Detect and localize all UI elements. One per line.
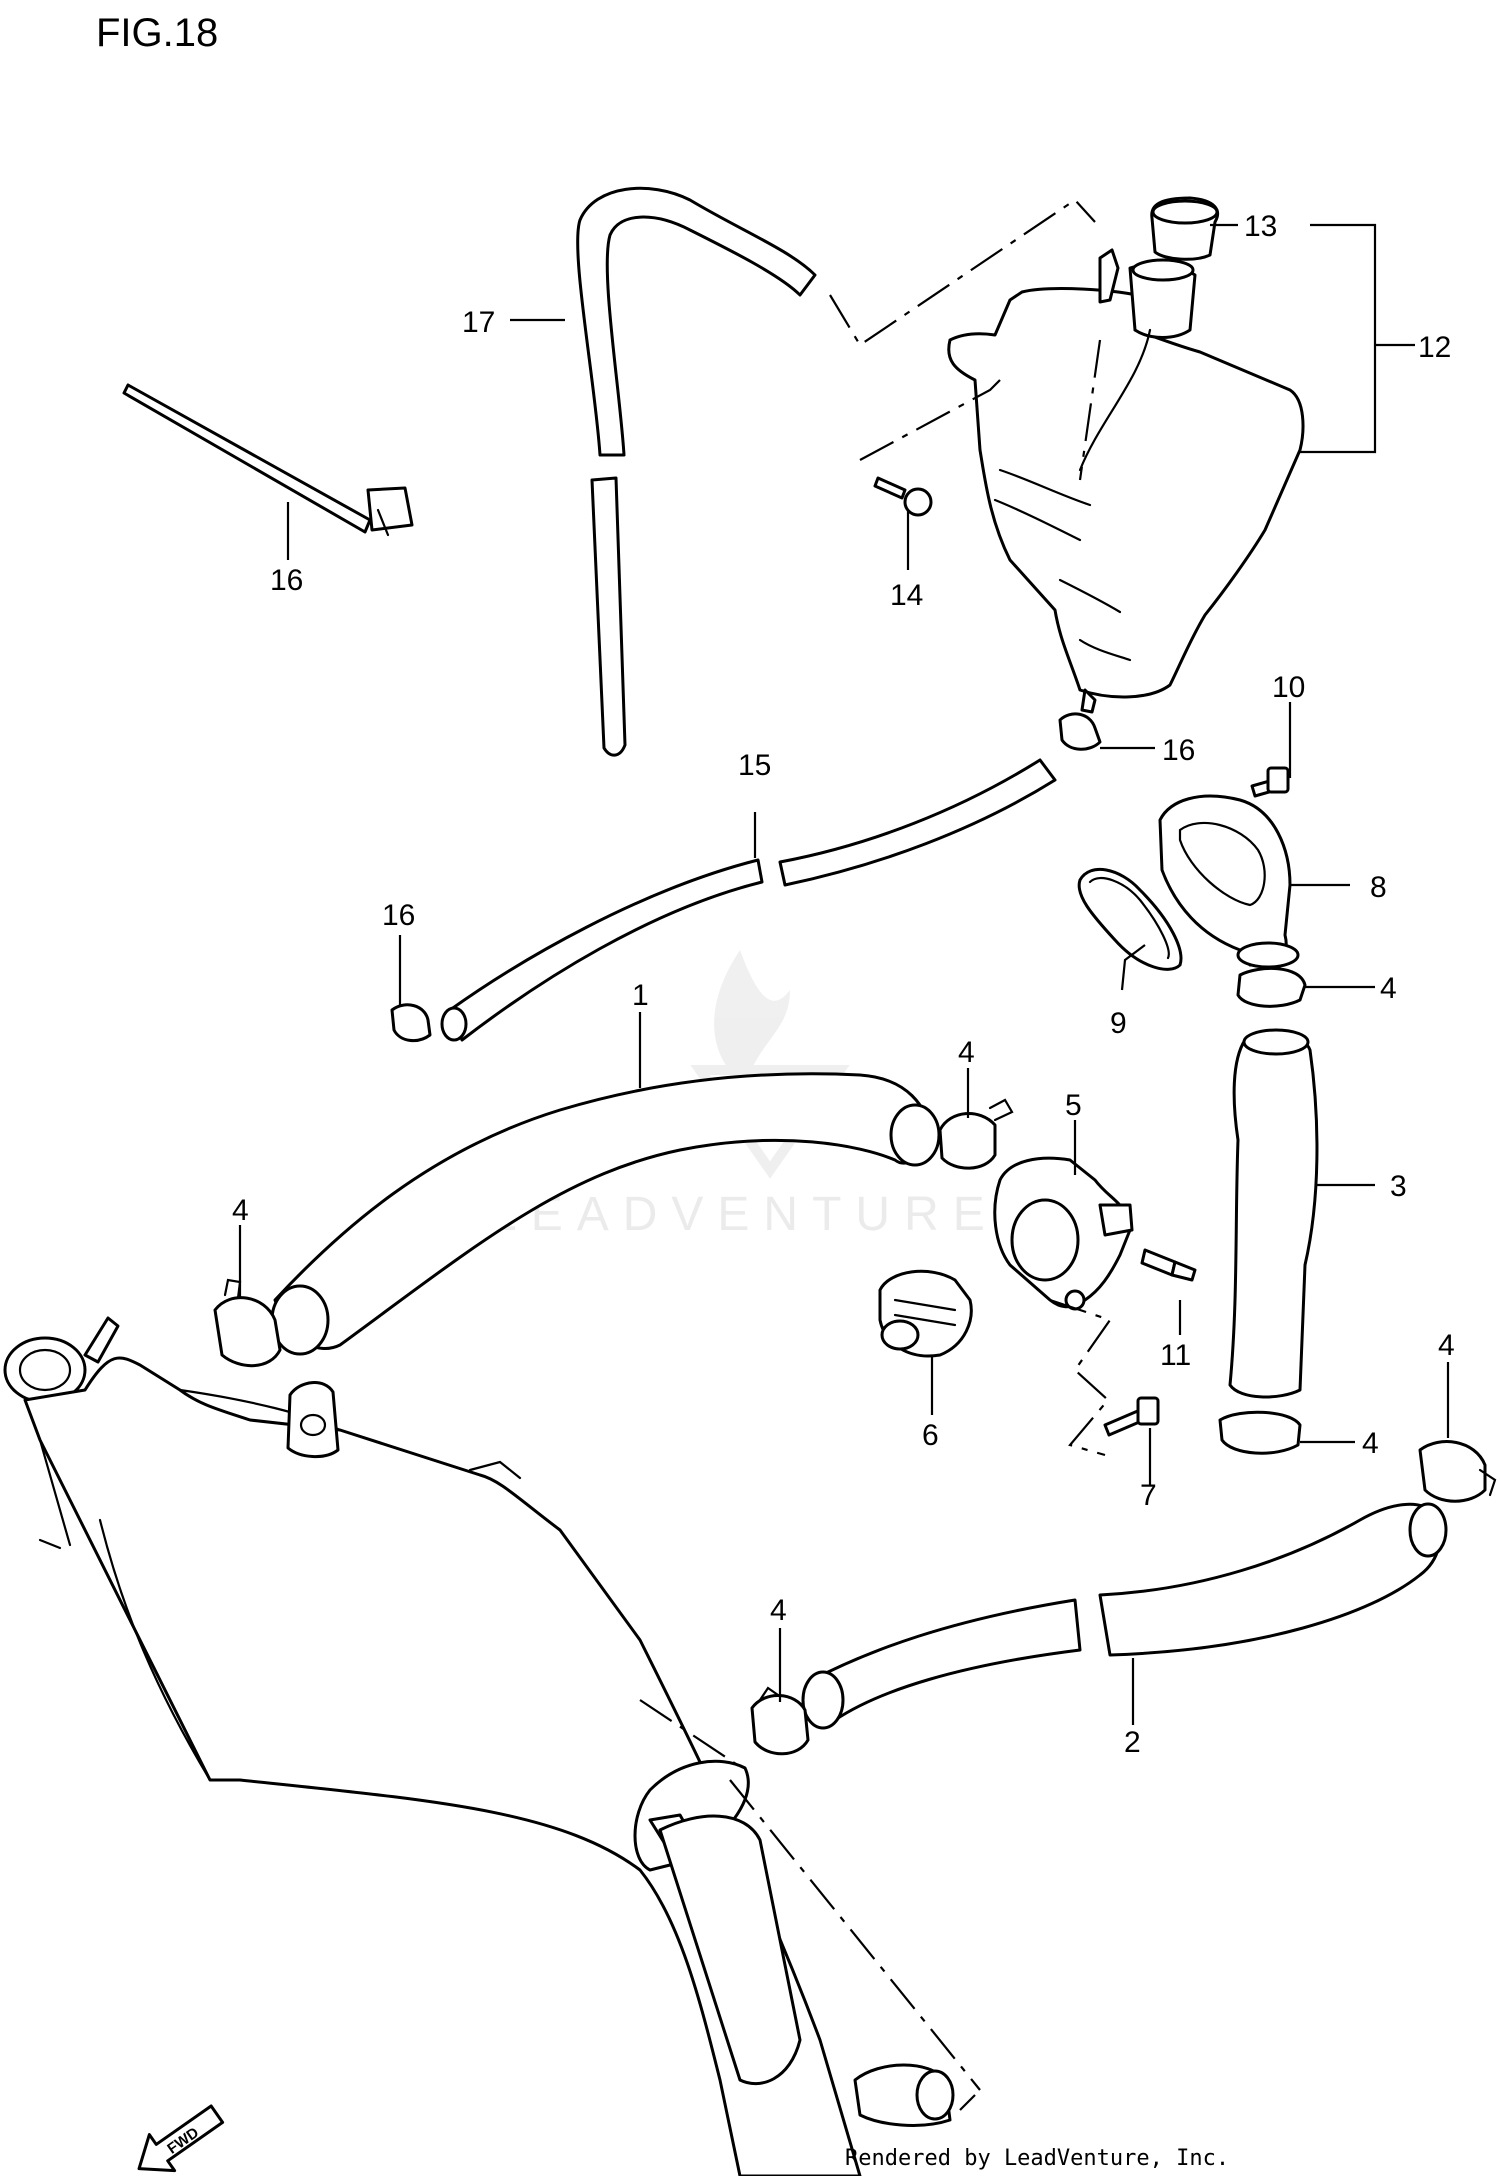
bolt-10 bbox=[1250, 766, 1290, 798]
callout-4-hose2-right: 4 bbox=[1438, 1329, 1455, 1362]
leader-lines bbox=[238, 223, 1450, 1725]
reservoir-tank bbox=[947, 248, 1305, 714]
callout-13: 13 bbox=[1244, 210, 1277, 243]
clamp-4-hose1-right bbox=[938, 1098, 1014, 1170]
thermostat-cover-8 bbox=[1158, 794, 1300, 969]
clamp-16-hose bbox=[390, 1003, 432, 1043]
overflow-hose-15 bbox=[440, 758, 1057, 1042]
temperature-switch-11 bbox=[1140, 1248, 1197, 1282]
callout-3: 3 bbox=[1390, 1170, 1407, 1203]
callout-6: 6 bbox=[922, 1419, 939, 1452]
clamp-4-hose2-right bbox=[1418, 1440, 1497, 1503]
callout-14: 14 bbox=[890, 579, 923, 612]
watermark-text: LEADVENTURE bbox=[490, 1188, 999, 1241]
callouts: 13 12 17 16 14 10 16 15 16 8 4 9 1 4 5 3… bbox=[232, 210, 1455, 1759]
callout-4-hose1-right: 4 bbox=[958, 1036, 975, 1069]
clamp-4-hose3 bbox=[1218, 1410, 1302, 1455]
thermostat-6 bbox=[878, 1269, 973, 1358]
callout-4-hose1-left: 4 bbox=[232, 1194, 249, 1227]
callout-4-hose3: 4 bbox=[1362, 1427, 1379, 1460]
callout-4-hose2-left: 4 bbox=[770, 1594, 787, 1627]
callout-11: 11 bbox=[1160, 1339, 1191, 1372]
clamp-16-reservoir bbox=[1058, 712, 1102, 751]
clamp-4-hose1-left bbox=[213, 1278, 282, 1368]
callout-16-reservoir: 16 bbox=[1162, 734, 1195, 767]
bolt-7 bbox=[1103, 1396, 1160, 1437]
callout-10: 10 bbox=[1272, 671, 1305, 704]
hose-2 bbox=[801, 1502, 1448, 1730]
tie-strap-16 bbox=[122, 383, 414, 537]
callout-16-hose: 16 bbox=[382, 899, 415, 932]
hose-3 bbox=[1228, 1028, 1319, 1399]
callout-7: 7 bbox=[1140, 1479, 1157, 1512]
clamp-4-hose2-left bbox=[750, 1686, 810, 1756]
callout-1: 1 bbox=[632, 979, 649, 1012]
hose-1 bbox=[270, 1072, 941, 1356]
figure-title: FIG.18 bbox=[96, 11, 218, 55]
callout-5: 5 bbox=[1065, 1089, 1082, 1122]
radiator bbox=[3, 1316, 955, 2176]
reservoir-cap bbox=[1150, 196, 1220, 261]
breather-hose-17 bbox=[576, 186, 817, 757]
render-credit: Rendered by LeadVenture, Inc. bbox=[845, 2146, 1229, 2171]
assembly-lines bbox=[639, 198, 1112, 2111]
clamp-4-cover bbox=[1236, 966, 1307, 1008]
callout-8: 8 bbox=[1370, 871, 1387, 904]
thermostat-housing-5 bbox=[993, 1156, 1134, 1311]
callout-15: 15 bbox=[738, 749, 771, 782]
bolt-14 bbox=[873, 476, 933, 517]
callout-2: 2 bbox=[1124, 1726, 1141, 1759]
callout-17: 17 bbox=[462, 306, 495, 339]
callout-4-cover: 4 bbox=[1380, 972, 1397, 1005]
callout-16-strap: 16 bbox=[270, 564, 303, 597]
callout-12: 12 bbox=[1418, 331, 1451, 364]
fwd-arrow-icon: FWD bbox=[137, 2104, 225, 2173]
gasket-9 bbox=[1077, 868, 1183, 971]
callout-9: 9 bbox=[1110, 1007, 1127, 1040]
